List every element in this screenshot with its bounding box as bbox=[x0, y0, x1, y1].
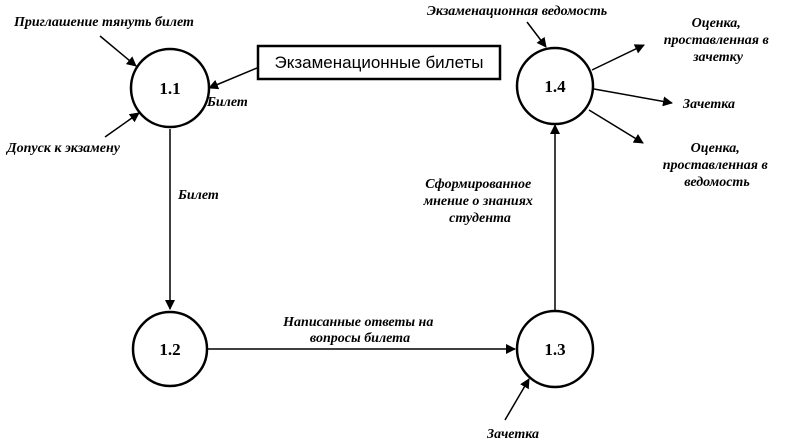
flow-label-exam-sheet: Экзаменационная ведомость bbox=[427, 4, 607, 19]
process-node-1-4-label: 1.4 bbox=[544, 77, 566, 96]
data-store: Экзаменационные билеты bbox=[256, 44, 502, 81]
flow-grade-sheet-out-arrow bbox=[588, 109, 644, 144]
flow-store-ticket-arrow bbox=[208, 67, 258, 90]
process-node-1-3: 1.3 bbox=[515, 309, 595, 389]
flow-label-grade-sheet-out: Оценка, проставленная в ведомость bbox=[663, 141, 772, 190]
flow-label-admission: Допуск к экзамену bbox=[5, 141, 121, 156]
flow-label-grade-book-out: Оценка, проставленная в зачетку bbox=[664, 16, 773, 65]
flow-label-ticket-from-store: Билет bbox=[206, 95, 248, 110]
process-node-1-2-label: 1.2 bbox=[159, 340, 180, 359]
process-node-1-1-label: 1.1 bbox=[159, 79, 180, 98]
flow-label-grade-book-out-line3: зачетку bbox=[692, 50, 744, 65]
process-node-1-2: 1.2 bbox=[131, 310, 209, 388]
data-store-label: Экзаменационные билеты bbox=[275, 53, 484, 72]
flow-label-grade-book-out-line1: Оценка, bbox=[692, 16, 741, 31]
flow-gradebook-in-arrow bbox=[504, 378, 530, 421]
process-node-1-3-label: 1.3 bbox=[544, 340, 565, 359]
flow-label-gradebook-in: Зачетка bbox=[486, 427, 539, 442]
flow-label-opinion-line2: мнение о знаниях bbox=[423, 194, 533, 209]
process-node-1-4: 1.4 bbox=[515, 46, 595, 126]
flow-label-grade-sheet-out-line1: Оценка, bbox=[691, 141, 740, 156]
flow-exam-sheet-arrow bbox=[526, 21, 547, 48]
flow-label-opinion-line3: студента bbox=[449, 211, 511, 226]
flow-label-grade-book-out-line2: проставленная в bbox=[664, 33, 770, 48]
process-node-1-1: 1.1 bbox=[129, 47, 211, 129]
flow-label-answers-line1: Написанные ответы на bbox=[282, 315, 433, 330]
flow-admission-arrow bbox=[104, 112, 140, 138]
flow-label-opinion: Сформированное мнение о знаниях студента bbox=[423, 177, 537, 226]
flow-label-grade-sheet-out-line2: проставленная в bbox=[663, 158, 769, 173]
flow-label-answers: Написанные ответы на вопросы билета bbox=[282, 315, 437, 346]
flow-label-answers-line2: вопросы билета bbox=[310, 331, 410, 346]
flow-label-ticket-down: Билет bbox=[177, 188, 219, 203]
flow-label-grade-sheet-out-line3: ведомость bbox=[684, 175, 749, 190]
flow-grade-book-out-arrow bbox=[591, 44, 645, 71]
flow-label-invite: Приглашение тянуть билет bbox=[13, 15, 194, 30]
flow-gradebook-out-arrow bbox=[593, 88, 673, 107]
flow-label-opinion-line1: Сформированное bbox=[425, 177, 531, 192]
flow-invite-arrow bbox=[99, 35, 137, 67]
flow-label-gradebook-out: Зачетка bbox=[682, 97, 735, 112]
